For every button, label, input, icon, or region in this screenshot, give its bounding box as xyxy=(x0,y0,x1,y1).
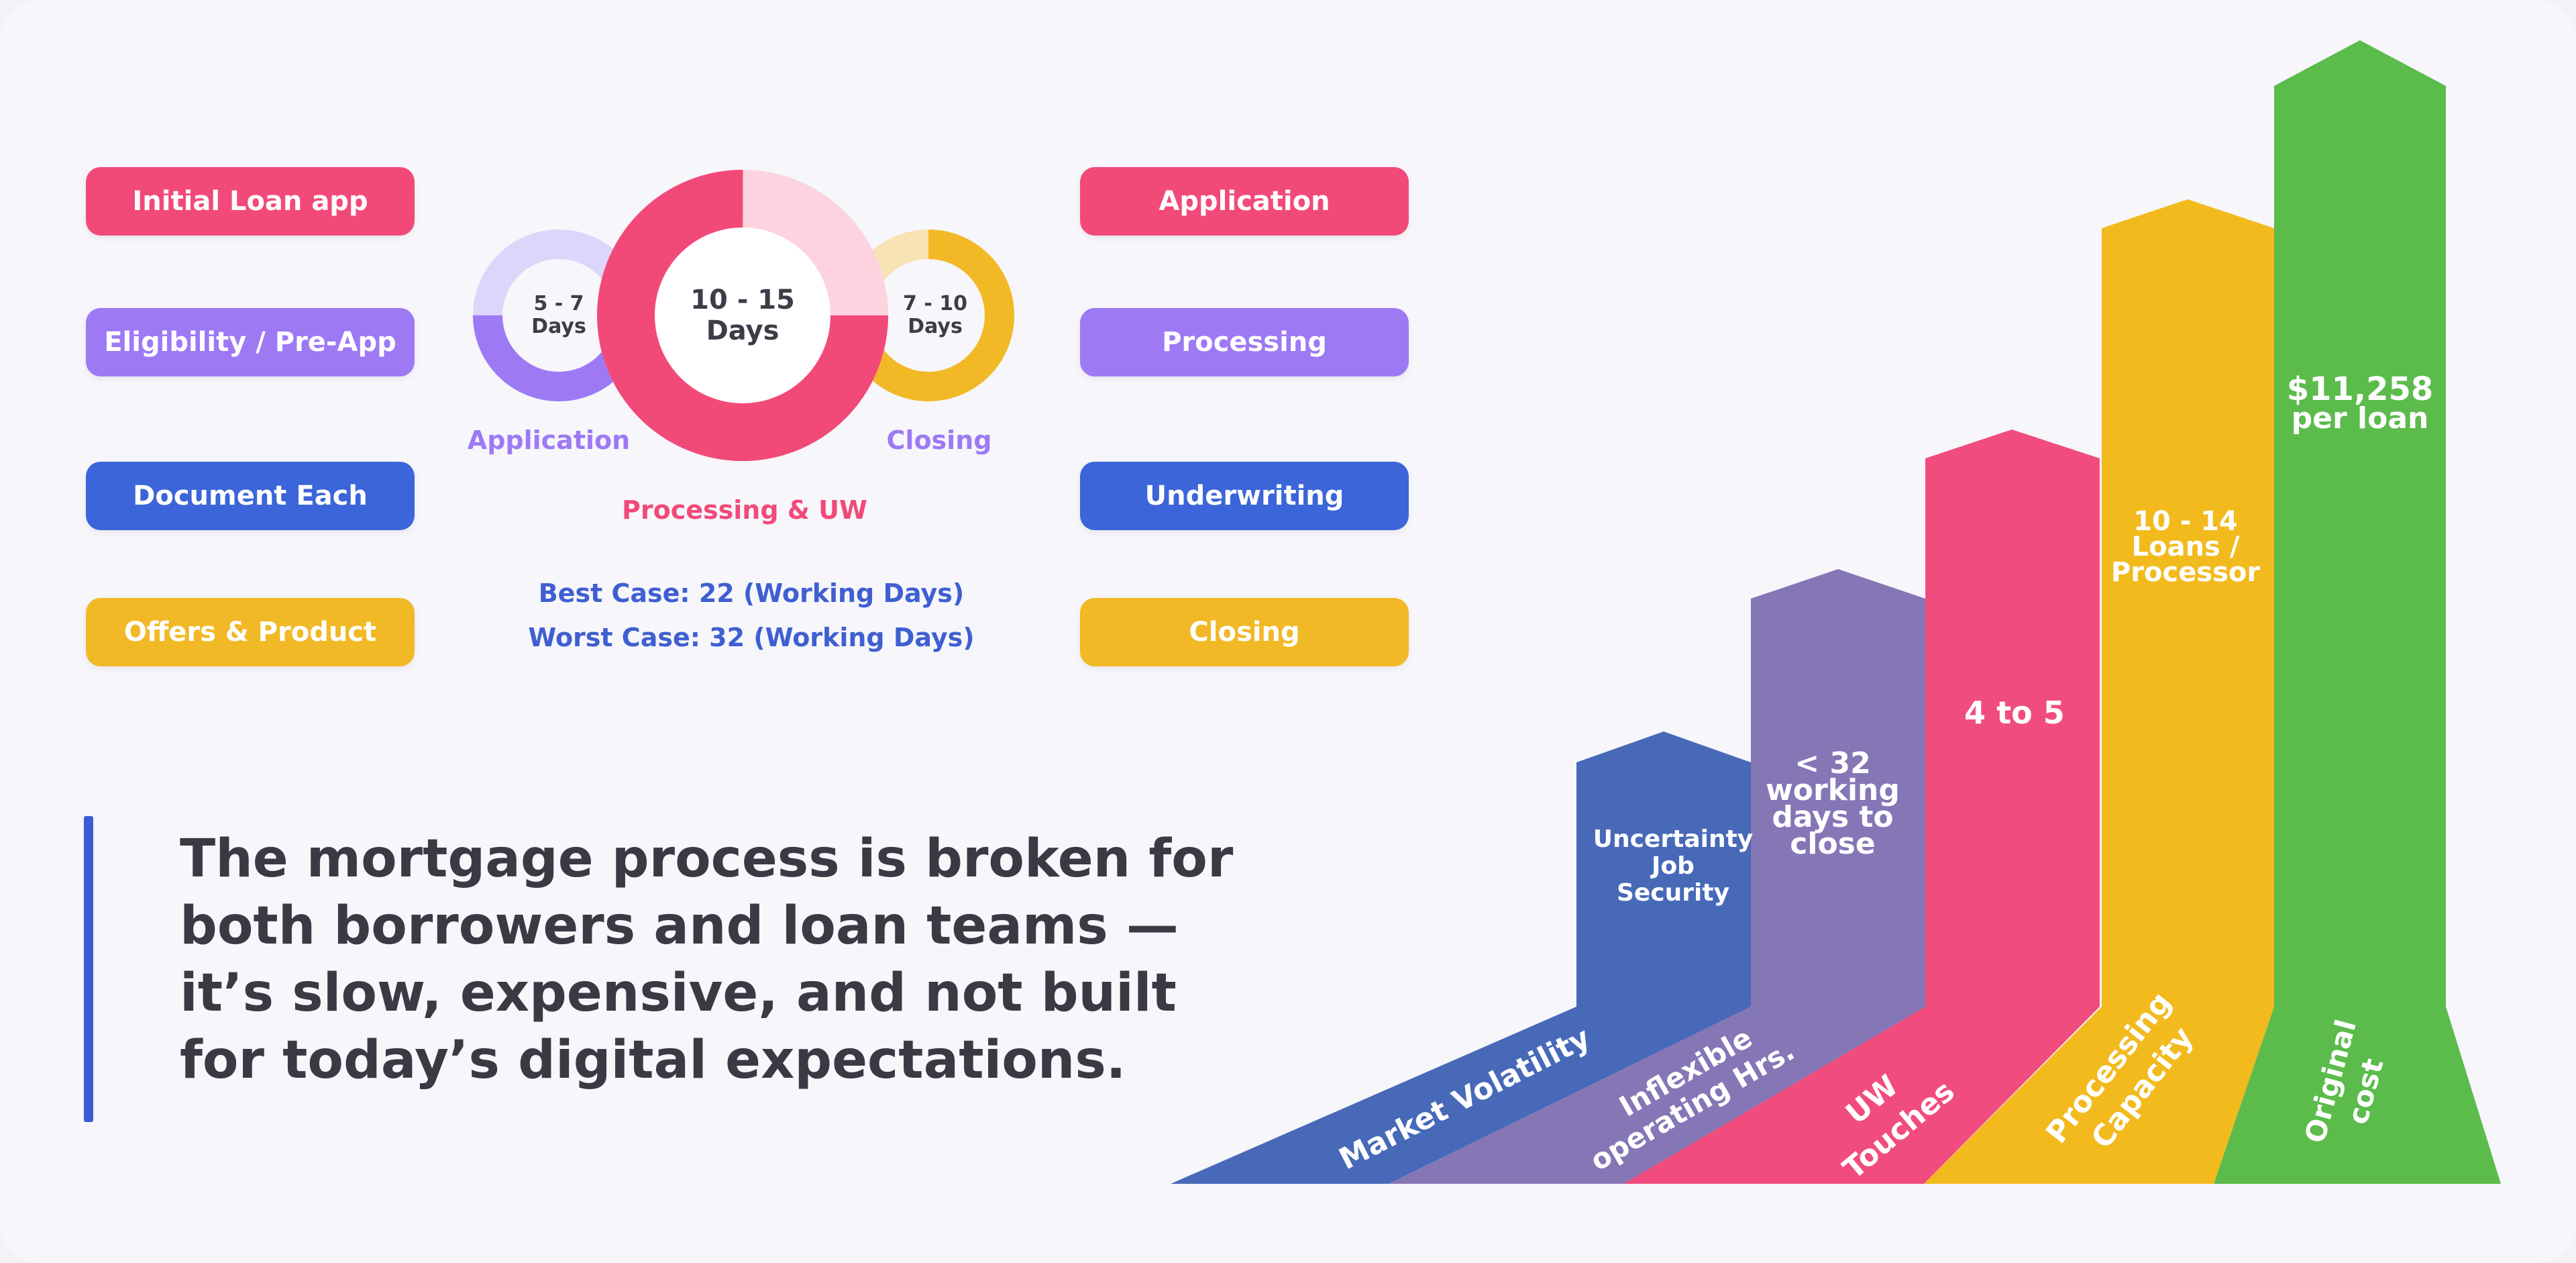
closing-days-unit: Days xyxy=(908,315,963,338)
hours-column-shape xyxy=(1389,569,1925,1184)
best-case-text: Best Case: 22 (Working Days) xyxy=(538,578,965,608)
worst-case-text: Worst Case: 32 (Working Days) xyxy=(528,623,975,652)
market-top-label-1: Uncertainty xyxy=(1593,825,1754,853)
headline-line-2: both borrowers and loan teams — xyxy=(180,896,1179,956)
pill-initial-loan-app: Initial Loan app xyxy=(86,167,415,236)
processing-donut-center: 10 - 15 Days xyxy=(676,282,810,349)
market-column xyxy=(1171,731,1751,1184)
pill-offers-product: Offers & Product xyxy=(86,598,415,666)
cost-column-shape xyxy=(2214,40,2501,1184)
closing-days-range: 7 - 10 xyxy=(903,291,967,315)
pill-closing: Closing xyxy=(1080,598,1409,666)
closing-donut-label: Closing xyxy=(886,425,992,455)
headline-line-4: for today’s digital expectations. xyxy=(180,1030,1126,1091)
capacity-column xyxy=(1924,199,2274,1184)
market-column-shape xyxy=(1171,731,1751,1184)
hours-column xyxy=(1389,569,1925,1184)
pill-application: Application xyxy=(1080,167,1409,236)
capacity-top-label-2: Loans / xyxy=(2132,532,2240,562)
hours-top-label-2: working xyxy=(1766,773,1900,807)
cost-top-label-2: per loan xyxy=(2292,401,2429,436)
headline-accent-bar xyxy=(84,816,93,1122)
application-days-range: 5 - 7 xyxy=(533,291,584,315)
headline: The mortgage process is broken for both … xyxy=(180,825,1234,1094)
pill-document-each: Document Each xyxy=(86,462,415,530)
headline-line-1: The mortgage process is broken for xyxy=(180,829,1234,889)
application-days-unit: Days xyxy=(531,315,586,338)
capacity-top-label-1: 10 - 14 xyxy=(2133,506,2238,537)
capacity-column-shape xyxy=(1924,199,2274,1184)
application-donut-center: 5 - 7 Days xyxy=(519,289,599,342)
processing-donut-label: Processing & UW xyxy=(622,495,867,525)
uw-column-shape xyxy=(1623,430,2100,1184)
processing-days-unit: Days xyxy=(706,315,780,346)
uw-top-label: 4 to 5 xyxy=(1964,695,2065,731)
capacity-top-label-3: Processor xyxy=(2111,557,2260,588)
application-donut-label: Application xyxy=(467,425,631,455)
market-top-label-3: Security xyxy=(1617,879,1729,907)
hours-top-label-3: days to xyxy=(1772,800,1893,834)
closing-donut-center: 7 - 10 Days xyxy=(885,289,985,342)
pill-eligibility: Eligibility / Pre-App xyxy=(86,308,415,376)
uw-column xyxy=(1623,430,2100,1184)
hours-top-label-4: close xyxy=(1790,827,1875,861)
pill-processing: Processing xyxy=(1080,308,1409,376)
pill-underwriting: Underwriting xyxy=(1080,462,1409,530)
market-top-label-2: Job xyxy=(1650,852,1695,880)
processing-donut-arc xyxy=(597,170,888,461)
cost-top-label-1: $11,258 xyxy=(2287,370,2434,408)
hours-top-label-1: < 32 xyxy=(1794,746,1870,780)
headline-line-3: it’s slow, expensive, and not built xyxy=(180,963,1177,1023)
cost-column xyxy=(2214,40,2501,1184)
processing-days-range: 10 - 15 xyxy=(690,285,795,315)
